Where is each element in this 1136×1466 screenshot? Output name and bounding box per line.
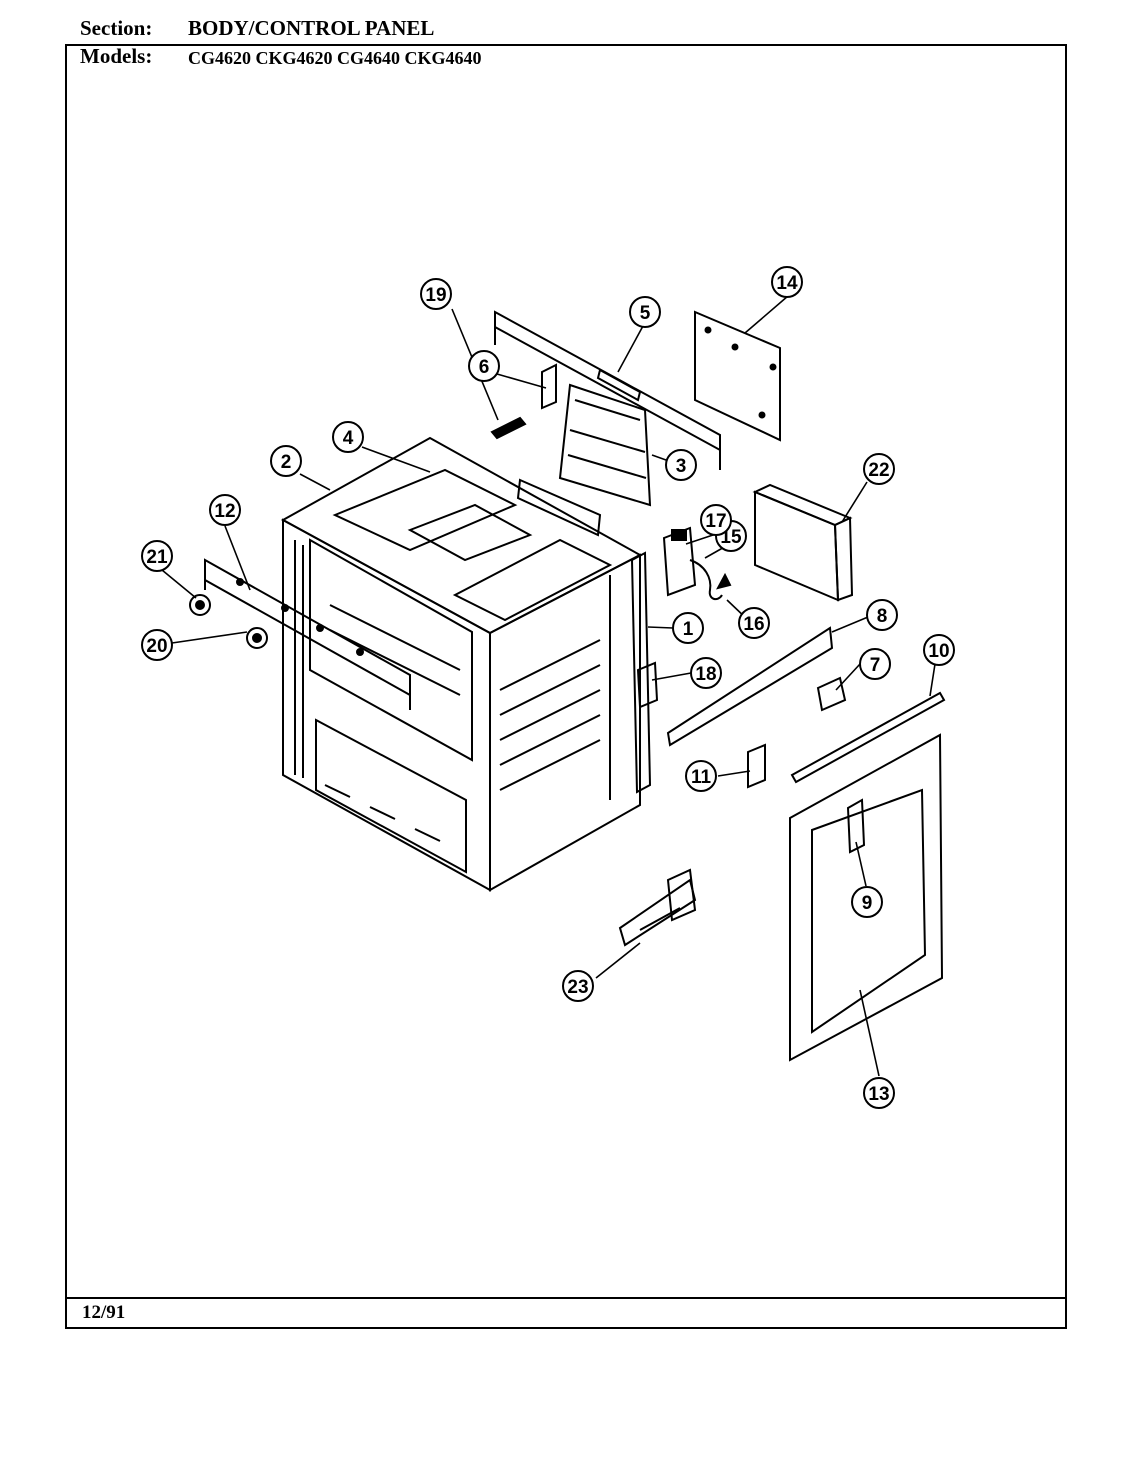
svg-text:13: 13 [868, 1084, 889, 1105]
models-list: CG4620 CKG4620 CG4640 CKG4640 [188, 48, 482, 68]
svg-text:22: 22 [868, 460, 889, 481]
callout-17: 17 [700, 504, 732, 536]
svg-text:10: 10 [928, 641, 949, 662]
callout-14: 14 [771, 266, 803, 298]
callout-22: 22 [863, 453, 895, 485]
vent-strip [516, 478, 602, 537]
back-panel [694, 310, 781, 442]
latch-clip [490, 416, 527, 440]
knob-right [246, 627, 268, 649]
callout-12: 12 [209, 494, 241, 526]
models-label: Models: [80, 44, 153, 68]
floor-bracket [618, 868, 697, 947]
callout-11: 11 [685, 760, 717, 792]
callout-5: 5 [629, 296, 661, 328]
transformer [662, 526, 697, 597]
heat-shield [558, 383, 652, 507]
svg-text:14: 14 [776, 273, 798, 294]
side-trim-strip [630, 551, 652, 794]
svg-text:1: 1 [683, 619, 694, 640]
callout-4: 4 [332, 421, 364, 453]
callout-6: 6 [468, 350, 500, 382]
section-title: BODY/CONTROL PANEL [188, 16, 435, 40]
svg-text:2: 2 [281, 452, 292, 473]
top-rail [494, 310, 721, 470]
callout-16: 16 [738, 607, 770, 639]
control-panel-rail [204, 558, 411, 710]
callout-23: 23 [562, 970, 594, 1002]
callout-8: 8 [866, 599, 898, 631]
cover-plate [816, 676, 847, 712]
knob-left [189, 594, 211, 616]
callout-20: 20 [141, 629, 173, 661]
callout-2: 2 [270, 445, 302, 477]
leader-lines [161, 295, 936, 1077]
page-frame [65, 44, 1067, 1329]
door-glass-frame [789, 733, 944, 1062]
svg-text:6: 6 [479, 357, 490, 378]
svg-text:23: 23 [567, 977, 588, 998]
oven-body [280, 436, 643, 892]
callout-19: 19 [420, 278, 452, 310]
svg-text:16: 16 [743, 614, 764, 635]
callout-13: 13 [863, 1077, 895, 1109]
control-box [752, 483, 854, 602]
wiring-harness [689, 559, 732, 601]
svg-text:9: 9 [862, 893, 873, 914]
svg-text:11: 11 [691, 767, 712, 788]
callout-3: 3 [665, 449, 697, 481]
mounting-bracket [541, 363, 557, 410]
callout-18: 18 [690, 657, 722, 689]
svg-text:19: 19 [425, 285, 446, 306]
door-rail [666, 626, 834, 747]
callout-1: 1 [672, 612, 704, 644]
callout-21: 21 [141, 540, 173, 572]
small-bracket [747, 743, 766, 789]
svg-text:7: 7 [870, 655, 881, 676]
svg-text:20: 20 [146, 636, 167, 657]
svg-text:4: 4 [343, 428, 354, 449]
callout-10: 10 [923, 634, 955, 666]
svg-text:18: 18 [695, 664, 716, 685]
svg-text:5: 5 [640, 303, 651, 324]
hinge-bracket [636, 661, 659, 709]
svg-text:12: 12 [214, 501, 235, 522]
callout-9: 9 [851, 886, 883, 918]
door-latch [846, 798, 866, 854]
callout-7: 7 [859, 648, 891, 680]
section-label: Section: [80, 16, 153, 40]
svg-text:3: 3 [676, 456, 687, 477]
revision-date: 12/91 [82, 1302, 126, 1323]
svg-text:21: 21 [146, 547, 168, 568]
svg-text:17: 17 [705, 511, 726, 532]
door-rod [790, 691, 946, 784]
svg-text:8: 8 [877, 606, 888, 627]
